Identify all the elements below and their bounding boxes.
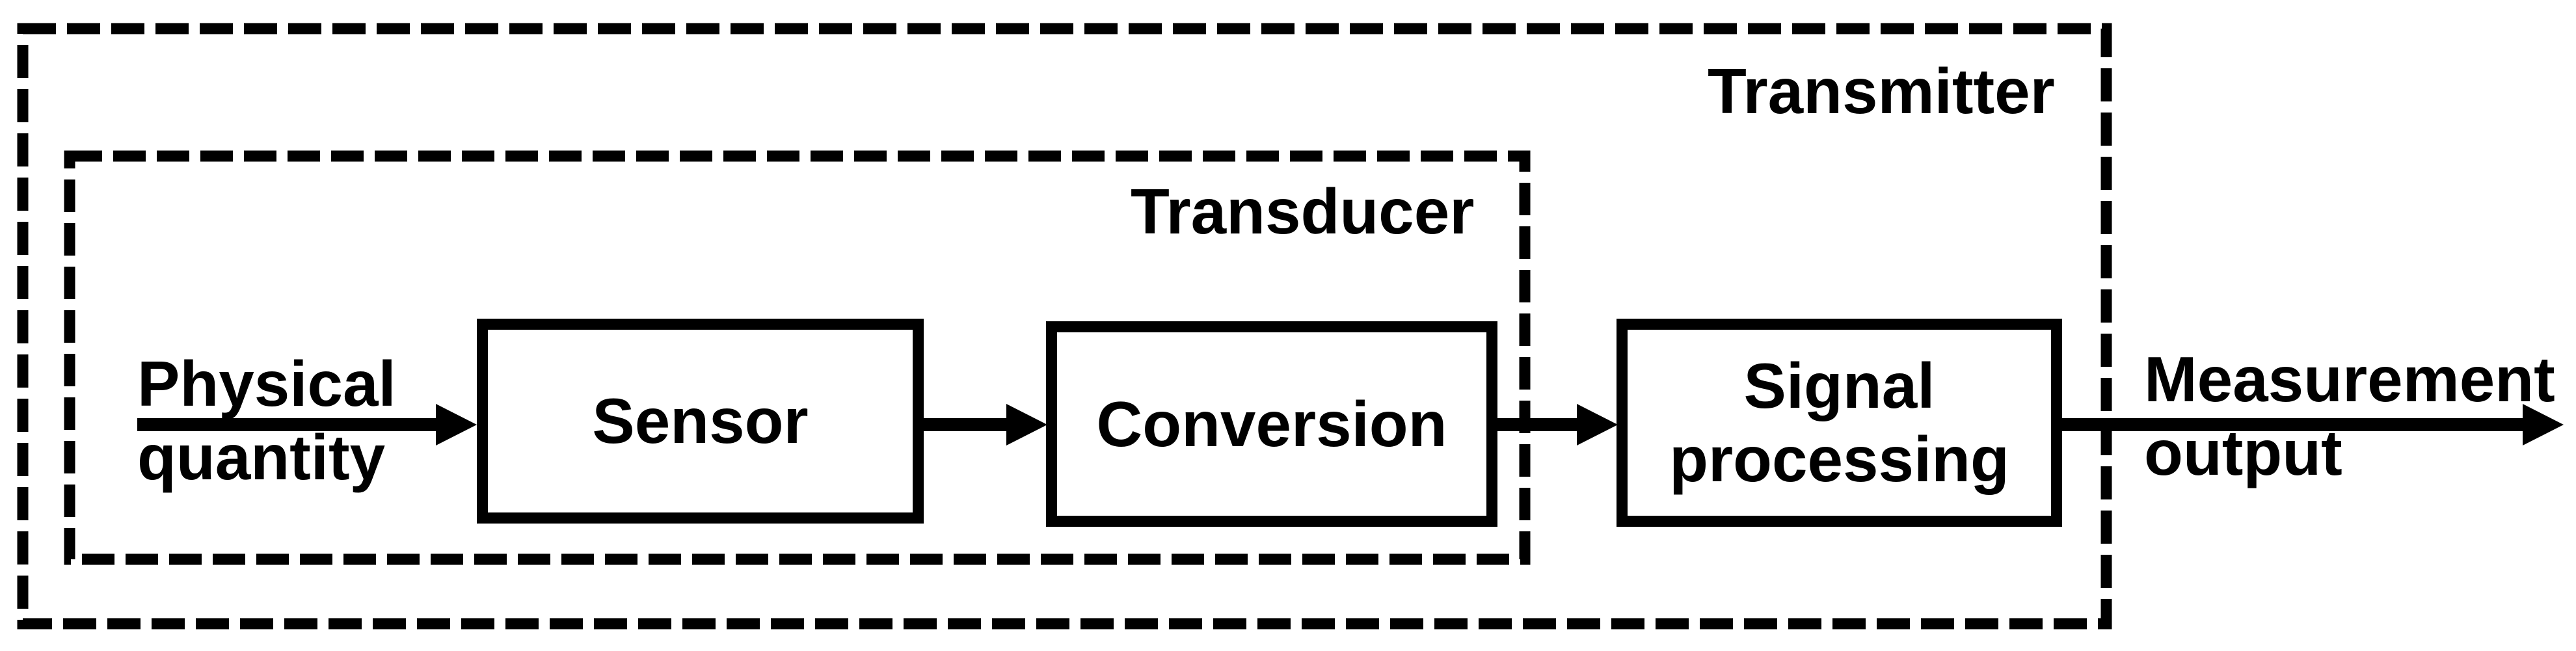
transmitter-label: Transmitter	[1708, 55, 2055, 127]
signal-processing-label-line1: Signal	[1743, 350, 1935, 421]
physical-quantity-label: Physical quantity	[137, 347, 396, 494]
sensor-block-label: Sensor	[592, 385, 809, 457]
signal-processing-label-line2: processing	[1669, 423, 2009, 495]
signal-processing-block: Signal processing	[1617, 319, 2062, 527]
output-arrow	[2062, 404, 2564, 445]
physical-quantity-label-line1: Physical	[137, 348, 396, 419]
transducer-dashed-box	[64, 150, 1531, 565]
measurement-output-label: Measurement output	[2144, 343, 2555, 490]
sensor-block: Sensor	[477, 319, 924, 524]
signal-processing-block-label: Signal processing	[1669, 349, 2009, 496]
conversion-block: Conversion	[1046, 321, 1497, 527]
measurement-output-label-line1: Measurement	[2144, 343, 2555, 415]
conversion-to-signal-arrow	[1497, 404, 1618, 445]
measurement-output-label-line2: output	[2144, 417, 2342, 488]
input-arrow	[137, 404, 477, 445]
conversion-block-label: Conversion	[1096, 388, 1447, 460]
transducer-label: Transducer	[1131, 176, 1475, 247]
transmitter-dashed-box	[17, 23, 2112, 630]
sensor-to-conversion-arrow	[924, 404, 1047, 445]
physical-quantity-label-line2: quantity	[137, 421, 386, 493]
